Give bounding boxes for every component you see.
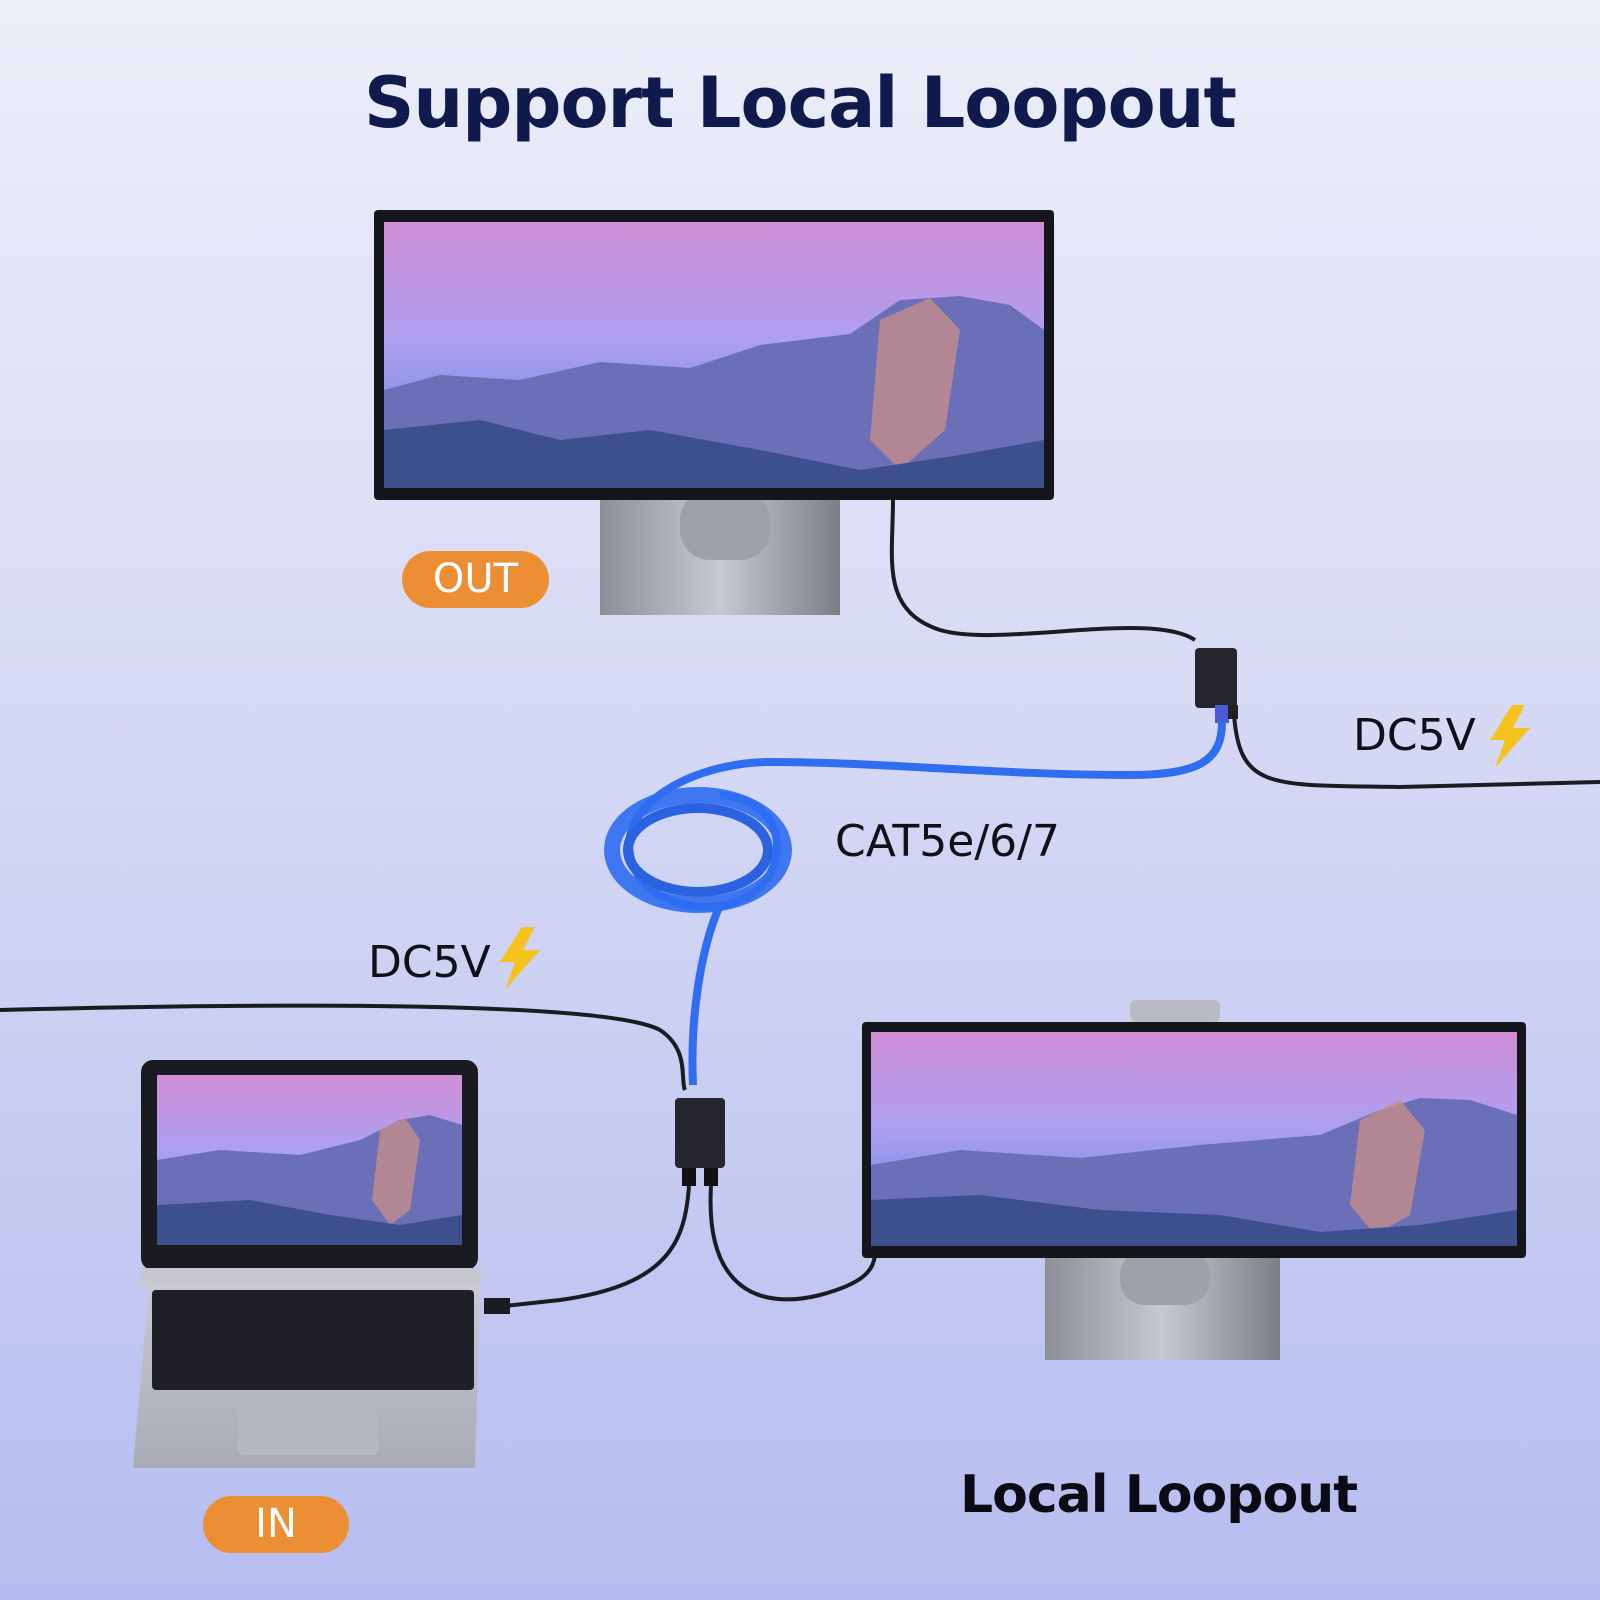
webcam [1130, 1000, 1220, 1022]
cable-type-label: CAT5e/6/7 [835, 816, 1060, 867]
receiver-unit [1195, 648, 1238, 723]
hdmi-cable-top [889, 499, 1197, 642]
in-badge: IN [203, 1496, 349, 1553]
transmitter-unit [675, 1098, 725, 1186]
page-title: Support Local Loopout [364, 62, 1237, 144]
power-cable-bottom [0, 1003, 687, 1091]
laptop [133, 1060, 481, 1468]
power-label-top: DC5V [1353, 710, 1476, 761]
network-cable-down [688, 903, 724, 1086]
hdmi-cable-laptop [504, 1185, 691, 1308]
hdmi-cable-monitor [708, 1185, 877, 1302]
lightning-icon-top [1490, 705, 1530, 768]
power-cable-top [1232, 714, 1600, 790]
lightning-icon-bottom [500, 927, 540, 990]
top-monitor [374, 210, 1054, 615]
out-badge: OUT [402, 551, 549, 608]
power-label-bottom: DC5V [368, 937, 491, 988]
caption: Local Loopout [960, 1465, 1358, 1525]
bottom-monitor [862, 1000, 1526, 1360]
